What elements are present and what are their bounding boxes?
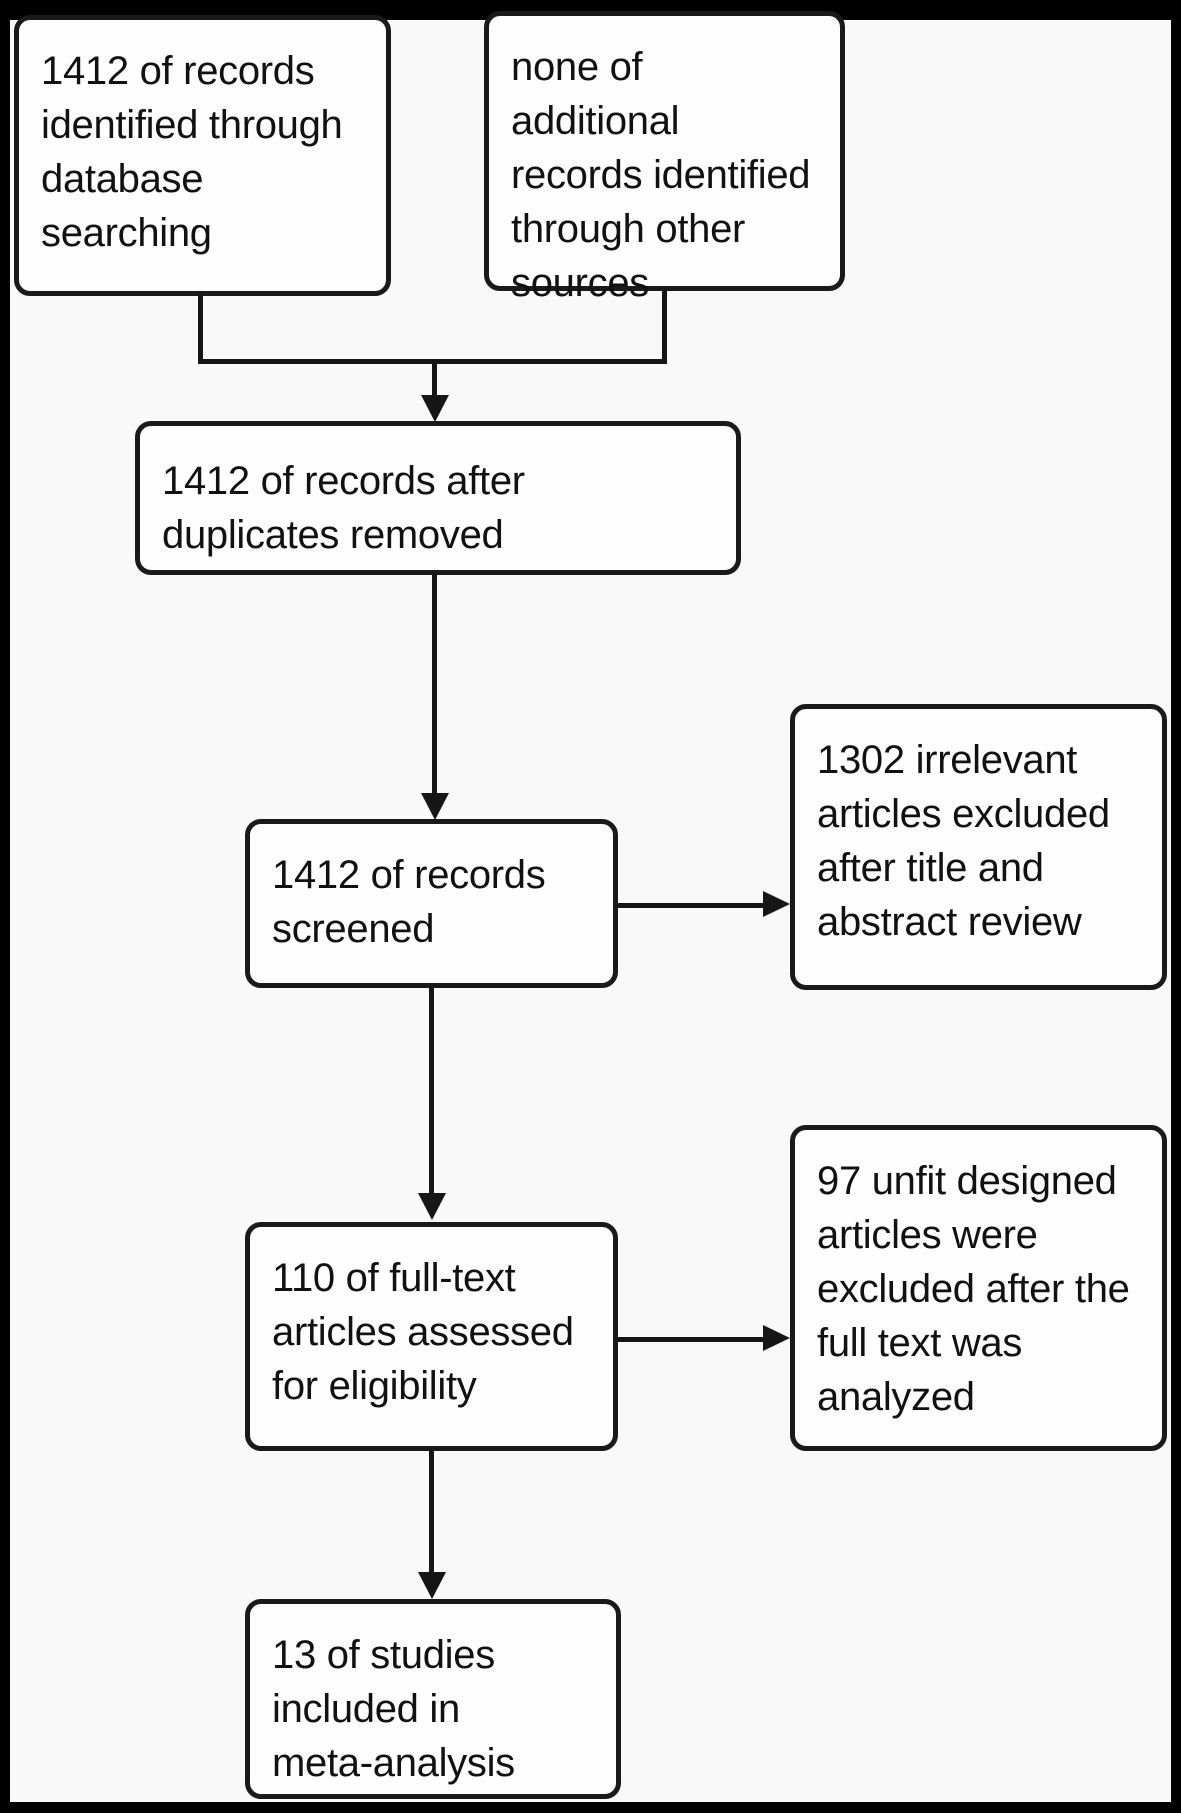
arrowhead-right-icon bbox=[763, 891, 790, 917]
connector-duplicates-to-screened bbox=[432, 573, 437, 798]
flow-box-fulltext-assessed: 110 of full-text articles assessed for e… bbox=[245, 1222, 618, 1451]
connector-merge-drop bbox=[432, 359, 437, 399]
arrowhead-down-icon bbox=[418, 1572, 446, 1599]
flow-box-included-meta-analysis: 13 of studies included in meta-analysis bbox=[245, 1599, 621, 1799]
connector-fulltext-to-excluded bbox=[616, 1337, 768, 1342]
flow-box-excluded-title-abstract: 1302 irrelevant articles excluded after … bbox=[790, 704, 1167, 990]
connector-fulltext-to-included bbox=[429, 1449, 434, 1574]
arrowhead-right-icon bbox=[763, 1325, 790, 1351]
connector-database-stub bbox=[198, 294, 203, 364]
flow-box-excluded-fulltext: 97 unfit designed articles were excluded… bbox=[790, 1125, 1167, 1451]
flow-box-after-duplicates-removed: 1412 of records after duplicates removed bbox=[135, 421, 741, 575]
arrowhead-down-icon bbox=[421, 793, 449, 820]
connector-screened-to-excluded bbox=[616, 903, 768, 908]
flow-box-records-screened: 1412 of records screened bbox=[245, 819, 618, 988]
connector-screened-to-fulltext bbox=[429, 986, 434, 1198]
arrowhead-down-icon bbox=[418, 1193, 446, 1220]
connector-other-sources-stub bbox=[662, 289, 667, 364]
flow-box-records-identified-other-sources: none of additional records identified th… bbox=[484, 11, 845, 305]
flow-box-records-identified-database: 1412 of records identified through datab… bbox=[14, 15, 391, 296]
arrowhead-down-icon bbox=[421, 395, 449, 422]
